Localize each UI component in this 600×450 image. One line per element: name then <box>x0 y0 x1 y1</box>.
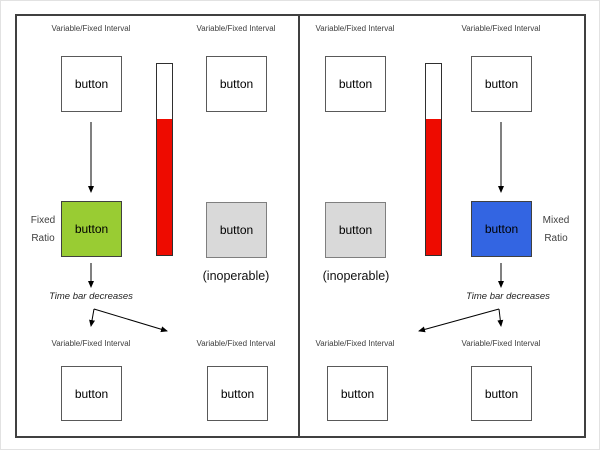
inoperable-note: (inoperable) <box>322 269 390 283</box>
button-active-mixed-ratio[interactable]: button <box>471 201 532 257</box>
button-top-left[interactable]: button <box>61 56 122 112</box>
schedule-label: Variable/Fixed Interval <box>315 339 395 348</box>
button-inoperable: button <box>206 202 267 258</box>
button-bottom-right[interactable]: button <box>471 366 532 421</box>
button-top-left[interactable]: button <box>325 56 386 112</box>
schedule-label: Variable/Fixed Interval <box>461 24 541 33</box>
mixed-ratio-label: Mixed Ratio <box>533 212 579 248</box>
schedule-label: Variable/Fixed Interval <box>196 339 276 348</box>
time-bar <box>156 63 173 256</box>
schedule-label: Variable/Fixed Interval <box>196 24 276 33</box>
button-bottom-left[interactable]: button <box>61 366 122 421</box>
time-bar-fill <box>426 119 441 255</box>
mixed-ratio-line1: Mixed <box>542 215 570 226</box>
time-bar-fill <box>157 119 172 255</box>
schedule-label: Variable/Fixed Interval <box>461 339 541 348</box>
schedule-label: Variable/Fixed Interval <box>51 24 131 33</box>
button-bottom-left[interactable]: button <box>327 366 388 421</box>
panel-divider <box>298 14 300 438</box>
schedule-label: Variable/Fixed Interval <box>51 339 131 348</box>
button-bottom-right[interactable]: button <box>207 366 268 421</box>
button-inoperable: button <box>325 202 386 258</box>
time-bar-note: Time bar decreases <box>49 291 133 302</box>
mixed-ratio-line2: Ratio <box>544 233 568 244</box>
button-top-right[interactable]: button <box>206 56 267 112</box>
schedule-label: Variable/Fixed Interval <box>315 24 395 33</box>
inoperable-note: (inoperable) <box>202 269 270 283</box>
time-bar-note: Time bar decreases <box>466 291 550 302</box>
fixed-ratio-line1: Fixed <box>30 215 56 226</box>
fixed-ratio-line2: Ratio <box>31 233 55 244</box>
time-bar <box>425 63 442 256</box>
button-active-fixed-ratio[interactable]: button <box>61 201 122 257</box>
fixed-ratio-label: Fixed Ratio <box>20 212 66 248</box>
button-top-right[interactable]: button <box>471 56 532 112</box>
